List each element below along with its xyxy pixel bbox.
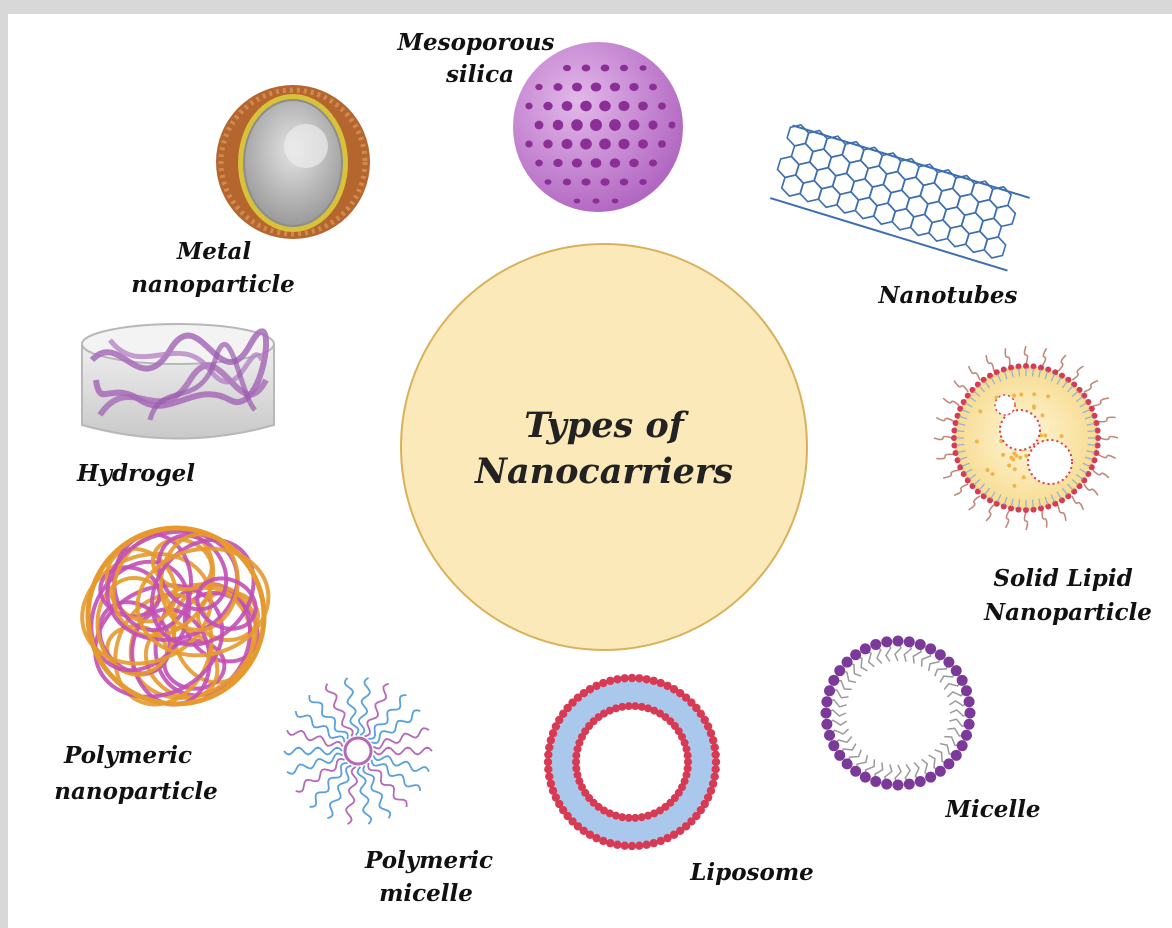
liposome-icon — [544, 674, 720, 850]
label-nanotubes: Nanotubes — [878, 282, 1018, 309]
carbon-nanotube-icon — [769, 122, 1031, 270]
label-metal-line1: Metal — [176, 238, 252, 265]
label-micelle: Micelle — [945, 796, 1041, 823]
micelle-icon — [821, 636, 976, 791]
solid-lipid-nanoparticle-icon — [934, 346, 1118, 530]
label-metal-line2: nanoparticle — [131, 271, 295, 298]
label-polymeric-np-line2: nanoparticle — [54, 778, 218, 805]
label-mesoporous-line2: silica — [445, 61, 514, 88]
mesoporous-silica-sphere-icon — [513, 42, 683, 212]
label-sln-line2: Nanoparticle — [983, 599, 1152, 626]
label-hydrogel: Hydrogel — [76, 460, 195, 487]
polymeric-micelle-icon — [284, 678, 432, 824]
polymeric-nanoparticle-icon — [66, 510, 279, 721]
label-polymeric-micelle-line1: Polymeric — [364, 847, 493, 874]
center-circle: Types of Nanocarriers — [401, 244, 807, 650]
hydrogel-cylinder-icon — [82, 324, 274, 439]
metal-core-shell-nanoparticle-icon — [216, 85, 370, 239]
label-liposome: Liposome — [689, 859, 814, 886]
label-sln-line1: Solid Lipid — [993, 565, 1132, 592]
label-polymeric-micelle-line2: micelle — [379, 880, 473, 907]
label-mesoporous-line1: Mesoporous — [397, 29, 555, 56]
center-title-line1: Types of — [524, 405, 690, 446]
label-polymeric-np-line1: Polymeric — [63, 742, 192, 769]
center-title-line2: Nanocarriers — [474, 451, 733, 492]
